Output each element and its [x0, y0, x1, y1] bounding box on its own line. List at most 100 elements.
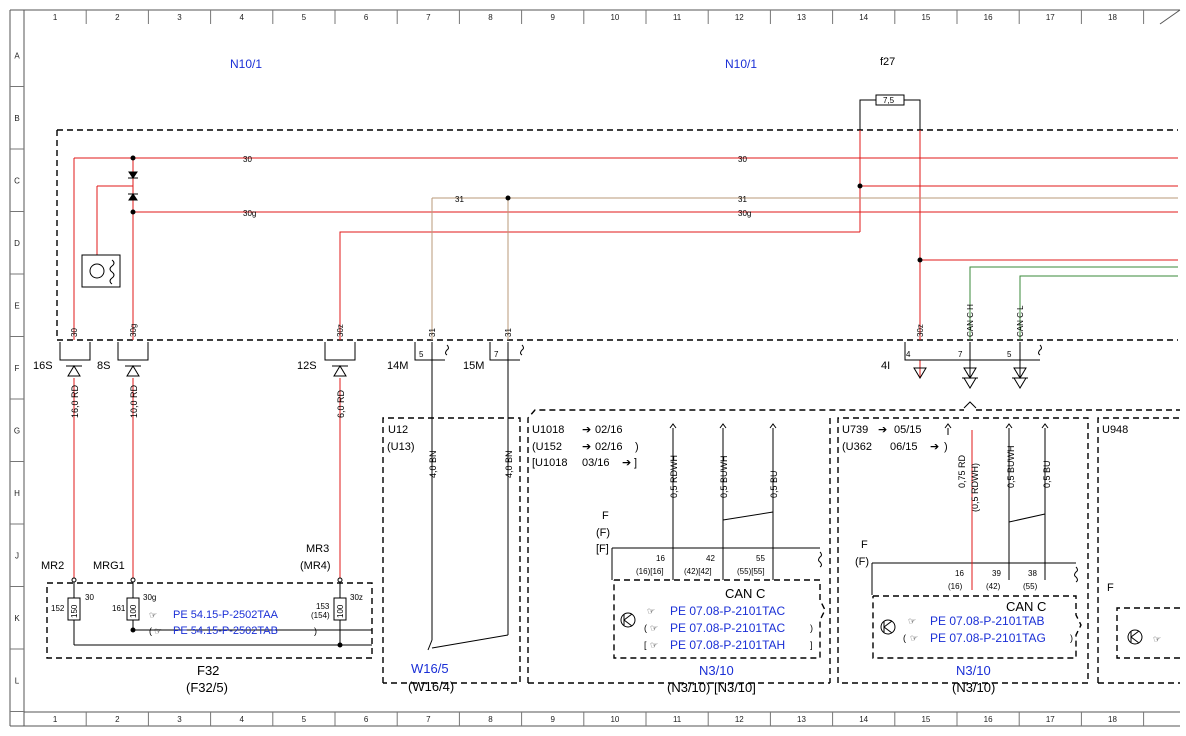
row-letter: D [14, 239, 20, 248]
cable-label-10rd: 10,0 RD [129, 384, 139, 418]
n3-mid-pin42: 42 [706, 554, 715, 563]
n3-mid-pin16: 16 [656, 554, 665, 563]
hand-icon-mid-2: ☞ [650, 623, 658, 633]
w16-name[interactable]: W16/5 [411, 661, 449, 676]
arrow-icon-mid-3: ➔ [622, 457, 631, 469]
n3-mid-date2-close: ) [635, 441, 639, 453]
column-number: 5 [302, 715, 307, 724]
column-number: 6 [364, 13, 369, 22]
n3-mid-f1: F [602, 510, 609, 522]
n3-mid-ref-3-open: [ [644, 640, 647, 650]
row-letter: B [14, 114, 19, 123]
f32-fuse-161: 161 [112, 604, 126, 613]
n3-mid-pin55: 55 [756, 554, 765, 563]
w16-u13: (U13) [387, 441, 415, 453]
arrow-icon-right-1: ➔ [878, 424, 887, 436]
column-number: 12 [735, 13, 744, 22]
n3-right-f2: (F) [855, 556, 869, 568]
column-number: 11 [673, 715, 682, 724]
transistor-icon-mid [620, 612, 636, 628]
n3-mid-pin42-alt: (42)[42] [684, 567, 712, 576]
pin-label-30z-right: 30z [916, 324, 925, 337]
row-letter: H [14, 489, 20, 498]
f32-internal [67, 577, 372, 646]
n3-mid-u1018b: [U1018 [532, 457, 567, 469]
pin-label-30g: 30g [129, 324, 138, 337]
brown-wires [431, 197, 1178, 340]
far-right-u948: U948 [1102, 424, 1128, 436]
n3-right-ref-2[interactable]: PE 07.08-P-2101TAG [930, 631, 1046, 645]
column-number: 17 [1046, 13, 1055, 22]
column-number: 10 [610, 13, 619, 22]
n3-right-u362: (U362 [842, 441, 872, 453]
n3-right-name[interactable]: N3/10 [956, 663, 991, 678]
f32-mr4: (MR4) [300, 560, 331, 572]
n3-mid-can: CAN C [725, 586, 765, 601]
n3-right-ref-2-open: ( [903, 633, 906, 643]
n3-mid-ref-2-open: ( [644, 623, 647, 633]
n3-right-f1: F [861, 539, 868, 551]
pin-label-30z: 30z [336, 324, 345, 337]
n3-mid-wires [611, 423, 822, 580]
cable-label-buwh-right: 0,5 BUWH [1006, 445, 1016, 488]
n3-mid-ref-1[interactable]: PE 07.08-P-2101TAC [670, 604, 786, 618]
hand-icon-right-2: ☞ [910, 633, 918, 643]
connector-4i: 4I [881, 360, 890, 372]
cable-label-rdwh-alt: (0,5 RDWH) [970, 463, 980, 512]
f32-fuse-152-val: 150 [70, 604, 79, 618]
column-number: 18 [1108, 715, 1117, 724]
column-number: 5 [302, 13, 307, 22]
column-number: 11 [673, 13, 682, 22]
n3-mid-ref-3[interactable]: PE 07.08-P-2101TAH [670, 638, 785, 652]
hand-icon-mid-3: ☞ [650, 640, 658, 650]
connector-15m-pin: 7 [494, 350, 499, 359]
column-number: 4 [239, 13, 244, 22]
module-boundary-f32 [46, 582, 373, 659]
module-label-n10-left: N10/1 [230, 57, 262, 71]
red-wires [73, 130, 1178, 580]
column-number: 3 [177, 13, 182, 22]
n3-right-date1: 05/15 [894, 424, 922, 436]
fuse-label-f27: f27 [880, 56, 895, 68]
w16-alt: (W16/4) [408, 679, 454, 694]
column-number: 8 [488, 13, 493, 22]
far-right-box [1116, 607, 1180, 659]
hand-icon-mid-1: ☞ [647, 606, 655, 616]
n3-right-alt: (N3/10) [952, 680, 995, 695]
row-letter: A [14, 51, 20, 60]
n3-mid-name[interactable]: N3/10 [699, 663, 734, 678]
cable-label-4bn-a: 4,0 BN [428, 450, 438, 478]
module-label-n10-right: N10/1 [725, 57, 757, 71]
n3-right-pin16-alt: (16) [948, 582, 963, 591]
pin-label-31a: 31 [428, 328, 437, 337]
n3-right-pin39: 39 [992, 569, 1001, 578]
f32-ref-1[interactable]: PE 54.15-P-2502TAA [173, 609, 279, 621]
connector-15m: 15M [463, 360, 484, 372]
column-number: 13 [797, 715, 806, 724]
n3-mid-u1018: U1018 [532, 424, 564, 436]
region-boundary-w16 [382, 417, 521, 684]
n3-mid-alt: (N3/10) [N3/10] [667, 680, 756, 695]
cable-label-rdwh: 0,5 RDWH [669, 455, 679, 498]
row-letter: G [14, 426, 20, 435]
diodes [128, 155, 923, 648]
n3-right-ref-1[interactable]: PE 07.08-P-2101TAB [930, 614, 1045, 628]
n3-mid-date3: 03/16 [582, 457, 610, 469]
n3-mid-ref-2[interactable]: PE 07.08-P-2101TAC [670, 621, 786, 635]
hand-icon-f32-1: ☞ [149, 610, 157, 620]
wire-label-30g-right: 30g [738, 209, 751, 218]
hand-icon-f32-2: ☞ [154, 626, 162, 636]
n3-mid-f2: (F) [596, 527, 610, 539]
connector-symbols [66, 365, 1028, 409]
f32-ref-2[interactable]: PE 54.15-P-2502TAB [173, 625, 278, 637]
n3-right-can: CAN C [1006, 599, 1046, 614]
n3-right-wires [871, 423, 1078, 595]
n3-mid-date2: 02/16 [595, 441, 623, 453]
cable-label-bu: 0,5 BU [769, 470, 779, 498]
n3-right-date2: 06/15 [890, 441, 918, 453]
n3-mid-box [613, 579, 826, 659]
f32-pin-30: 30 [85, 593, 94, 602]
